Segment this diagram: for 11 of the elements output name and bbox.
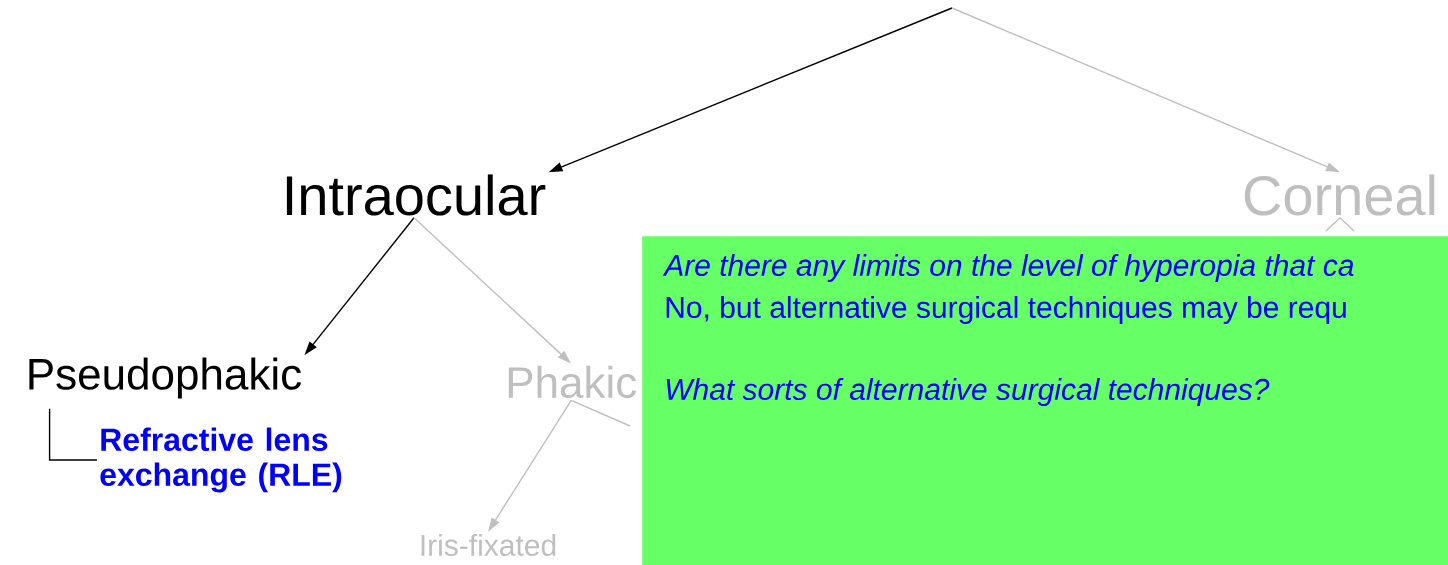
note-box [642,236,1448,565]
category-label: Iris-fixated [421,534,556,557]
note-text: What sorts of alternative surgical techniques? [666,378,1270,406]
note-text: No, but alternative surgical techniques may be requ [666,296,1346,324]
bracket-line [48,408,98,461]
category-label: Intraocular [286,174,546,216]
note-text: Are there any limits on the level of hyperopia that ca [662,254,1354,282]
category-label: Phakic [508,365,637,399]
category-label: Pseudophakic [29,357,301,399]
category-label: Corneal [1244,174,1435,216]
procedure-label: Refractive lens exchange (RLE) [100,427,342,493]
